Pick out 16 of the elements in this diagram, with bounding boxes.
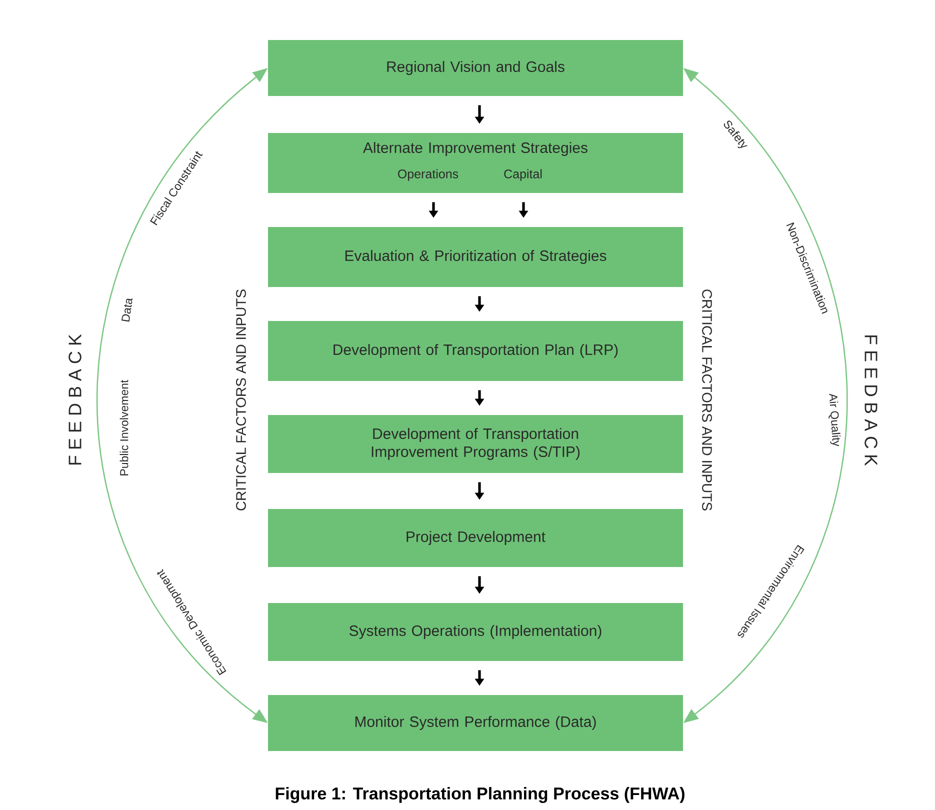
process-box: Evaluation & Prioritization of Strategies: [268, 227, 683, 287]
process-box: Systems Operations (Implementation): [268, 603, 683, 661]
process-box: Development of Transportation Plan (LRP): [268, 321, 683, 381]
caption: Figure 1: Transportation Planning Process (FHWA): [276, 787, 684, 803]
process-box: Regional Vision and Goals: [268, 40, 683, 96]
feedback-label: F E E D B A C K: [864, 335, 878, 466]
arc-label: Air Quality: [828, 394, 841, 446]
process-box: Development of Transportation Improvement Programs (S/TIP): [268, 415, 683, 473]
side-heading: CRITICAL FACTORS AND INPUTS: [236, 290, 246, 510]
feedback-label: F E E D B A C K: [68, 334, 82, 465]
arc-label: Data: [121, 298, 133, 322]
side-heading: CRITICAL FACTORS AND INPUTS: [702, 290, 712, 510]
arc-label: Public Involvement: [120, 380, 128, 476]
process-box: Project Development: [268, 509, 683, 567]
process-box: Alternate Improvement Strategies Operations Capital: [268, 133, 683, 193]
process-box: Monitor System Performance (Data): [268, 695, 683, 751]
